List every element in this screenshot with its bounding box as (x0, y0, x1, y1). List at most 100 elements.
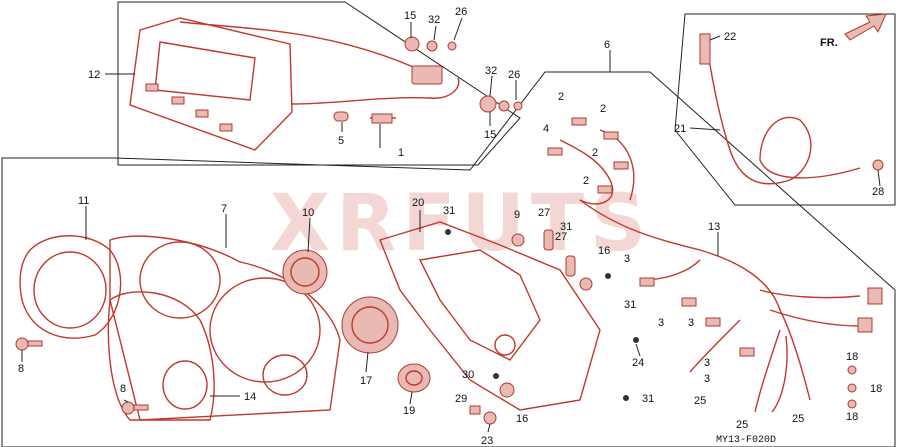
tachometer-10 (282, 249, 328, 295)
callout: 3 (624, 253, 630, 265)
callout: 31 (443, 205, 455, 217)
harness-branch-3 (754, 329, 781, 413)
callout: 7 (221, 203, 227, 215)
bolt-31-d (623, 395, 629, 401)
diagram-code: MY13-F020D (716, 435, 776, 446)
socket-3-c (705, 317, 721, 327)
connector-harness-a (867, 287, 883, 305)
washer-23 (483, 411, 497, 425)
callout: 26 (455, 6, 467, 18)
cable-end-22 (699, 33, 711, 65)
upper-panel-outline (117, 1, 521, 166)
meter-ring-11 (19, 235, 122, 339)
grommet-16-a (579, 277, 593, 291)
cable-panel-outline (674, 13, 896, 206)
fr-label: FR. (820, 37, 838, 49)
callout: 28 (872, 186, 884, 198)
callout: 6 (604, 39, 610, 51)
callout: 23 (481, 435, 493, 447)
screw-8-upper (15, 337, 43, 351)
callout: 2 (600, 103, 606, 115)
cap-9 (511, 233, 525, 247)
socket-3-d (739, 347, 755, 357)
terminals-18 (847, 365, 857, 409)
callout: 1 (398, 147, 404, 159)
speedometer-17 (341, 296, 399, 354)
callout: 25 (694, 395, 706, 407)
harness-13 (579, 199, 811, 401)
callout: 29 (455, 393, 467, 405)
callout: 3 (688, 317, 694, 329)
harness-branch-1 (759, 289, 861, 299)
bolt-30 (493, 373, 499, 379)
callout: 2 (558, 91, 564, 103)
bolt-31-a (445, 229, 451, 235)
callout: 31 (624, 299, 636, 311)
harness-branch-5 (689, 319, 741, 373)
watermark: XRFUTS (270, 179, 652, 269)
indicator-19 (397, 363, 431, 393)
callout: 30 (462, 369, 474, 381)
socket-27-b (565, 255, 576, 277)
display-wire-top (179, 21, 421, 71)
bolt-31-c (605, 273, 611, 279)
bolt-24 (633, 337, 639, 343)
callout: 2 (592, 147, 598, 159)
callout: 15 (404, 10, 416, 22)
callout: 18 (846, 351, 858, 363)
callout: 25 (792, 413, 804, 425)
callout: 8 (120, 383, 126, 395)
bulb-5 (333, 111, 349, 122)
speed-cable-21 (705, 39, 861, 185)
callout: 19 (403, 405, 415, 417)
callout: 12 (88, 69, 100, 81)
harness-branch-4 (771, 335, 788, 413)
callout-labels: 15 32 26 12 32 26 15 5 1 6 2 2 4 2 2 22 … (18, 6, 884, 447)
callout: 3 (658, 317, 664, 329)
socket-1-body (371, 113, 393, 124)
callout: 3 (704, 357, 710, 369)
callout: 27 (538, 207, 550, 219)
callout: 2 (583, 175, 589, 187)
callout: 15 (484, 129, 496, 141)
grommet-stack-upper (404, 36, 523, 113)
callout: 22 (724, 31, 736, 43)
callout: 21 (674, 123, 686, 135)
callout: 11 (78, 195, 89, 207)
main-panel-outline (1, 71, 896, 447)
harness-branch-2 (769, 309, 861, 327)
callout: 10 (302, 207, 314, 219)
screw-8-lower (121, 401, 149, 415)
callout: 18 (846, 411, 858, 423)
screw-29 (469, 405, 481, 415)
socket-27-a (543, 229, 554, 251)
callout: 14 (244, 391, 256, 403)
callout: 18 (870, 383, 882, 395)
callout: 25 (736, 419, 748, 431)
callout: 9 (514, 209, 520, 221)
connector-upper (411, 65, 443, 85)
callout: 4 (543, 123, 549, 135)
lcd-display-unit (129, 17, 293, 151)
bulbs-2 (547, 117, 629, 194)
callout: 27 (555, 231, 567, 243)
washer-28 (872, 159, 884, 171)
callout: 16 (516, 413, 528, 425)
meter-panel-14 (107, 291, 308, 421)
callout: 20 (412, 197, 424, 209)
callout: 16 (598, 245, 610, 257)
callout: 8 (18, 363, 24, 375)
callout: 32 (428, 14, 440, 26)
callout: 31 (642, 393, 654, 405)
callout: 24 (632, 357, 644, 369)
callout: 5 (338, 135, 344, 147)
callout: 3 (704, 373, 710, 385)
grommet-16-b (499, 382, 515, 398)
display-wire (291, 77, 460, 105)
socket-3-b (681, 297, 697, 307)
leader-lines (21, 17, 881, 433)
connector-harness-b (857, 317, 873, 333)
meter-case-20 (379, 221, 601, 411)
socket-3-a (639, 277, 655, 287)
